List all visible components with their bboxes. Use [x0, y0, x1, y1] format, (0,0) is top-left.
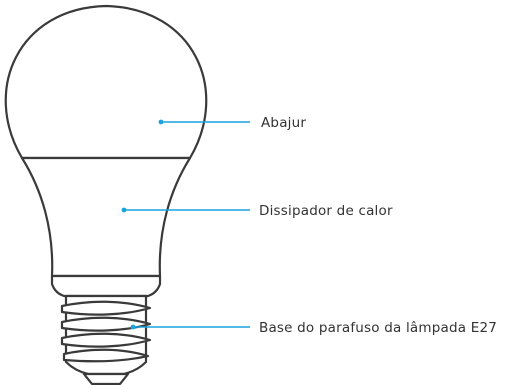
- heat-sink-body: [20, 156, 192, 278]
- contact-tip: [82, 372, 130, 385]
- base-collar: [50, 274, 162, 298]
- anchor-dot-screw-base: [130, 324, 136, 330]
- label-lampshade: Abajur: [261, 115, 306, 131]
- label-heat-sink: Dissipador de calor: [259, 203, 393, 219]
- screw-threads: [60, 300, 152, 363]
- label-screw-base: Base do parafuso da lâmpada E27: [259, 320, 497, 336]
- bulb-dome: [4, 4, 208, 160]
- anchor-dot-heat-sink: [121, 207, 127, 213]
- anchor-dot-lampshade: [158, 119, 164, 125]
